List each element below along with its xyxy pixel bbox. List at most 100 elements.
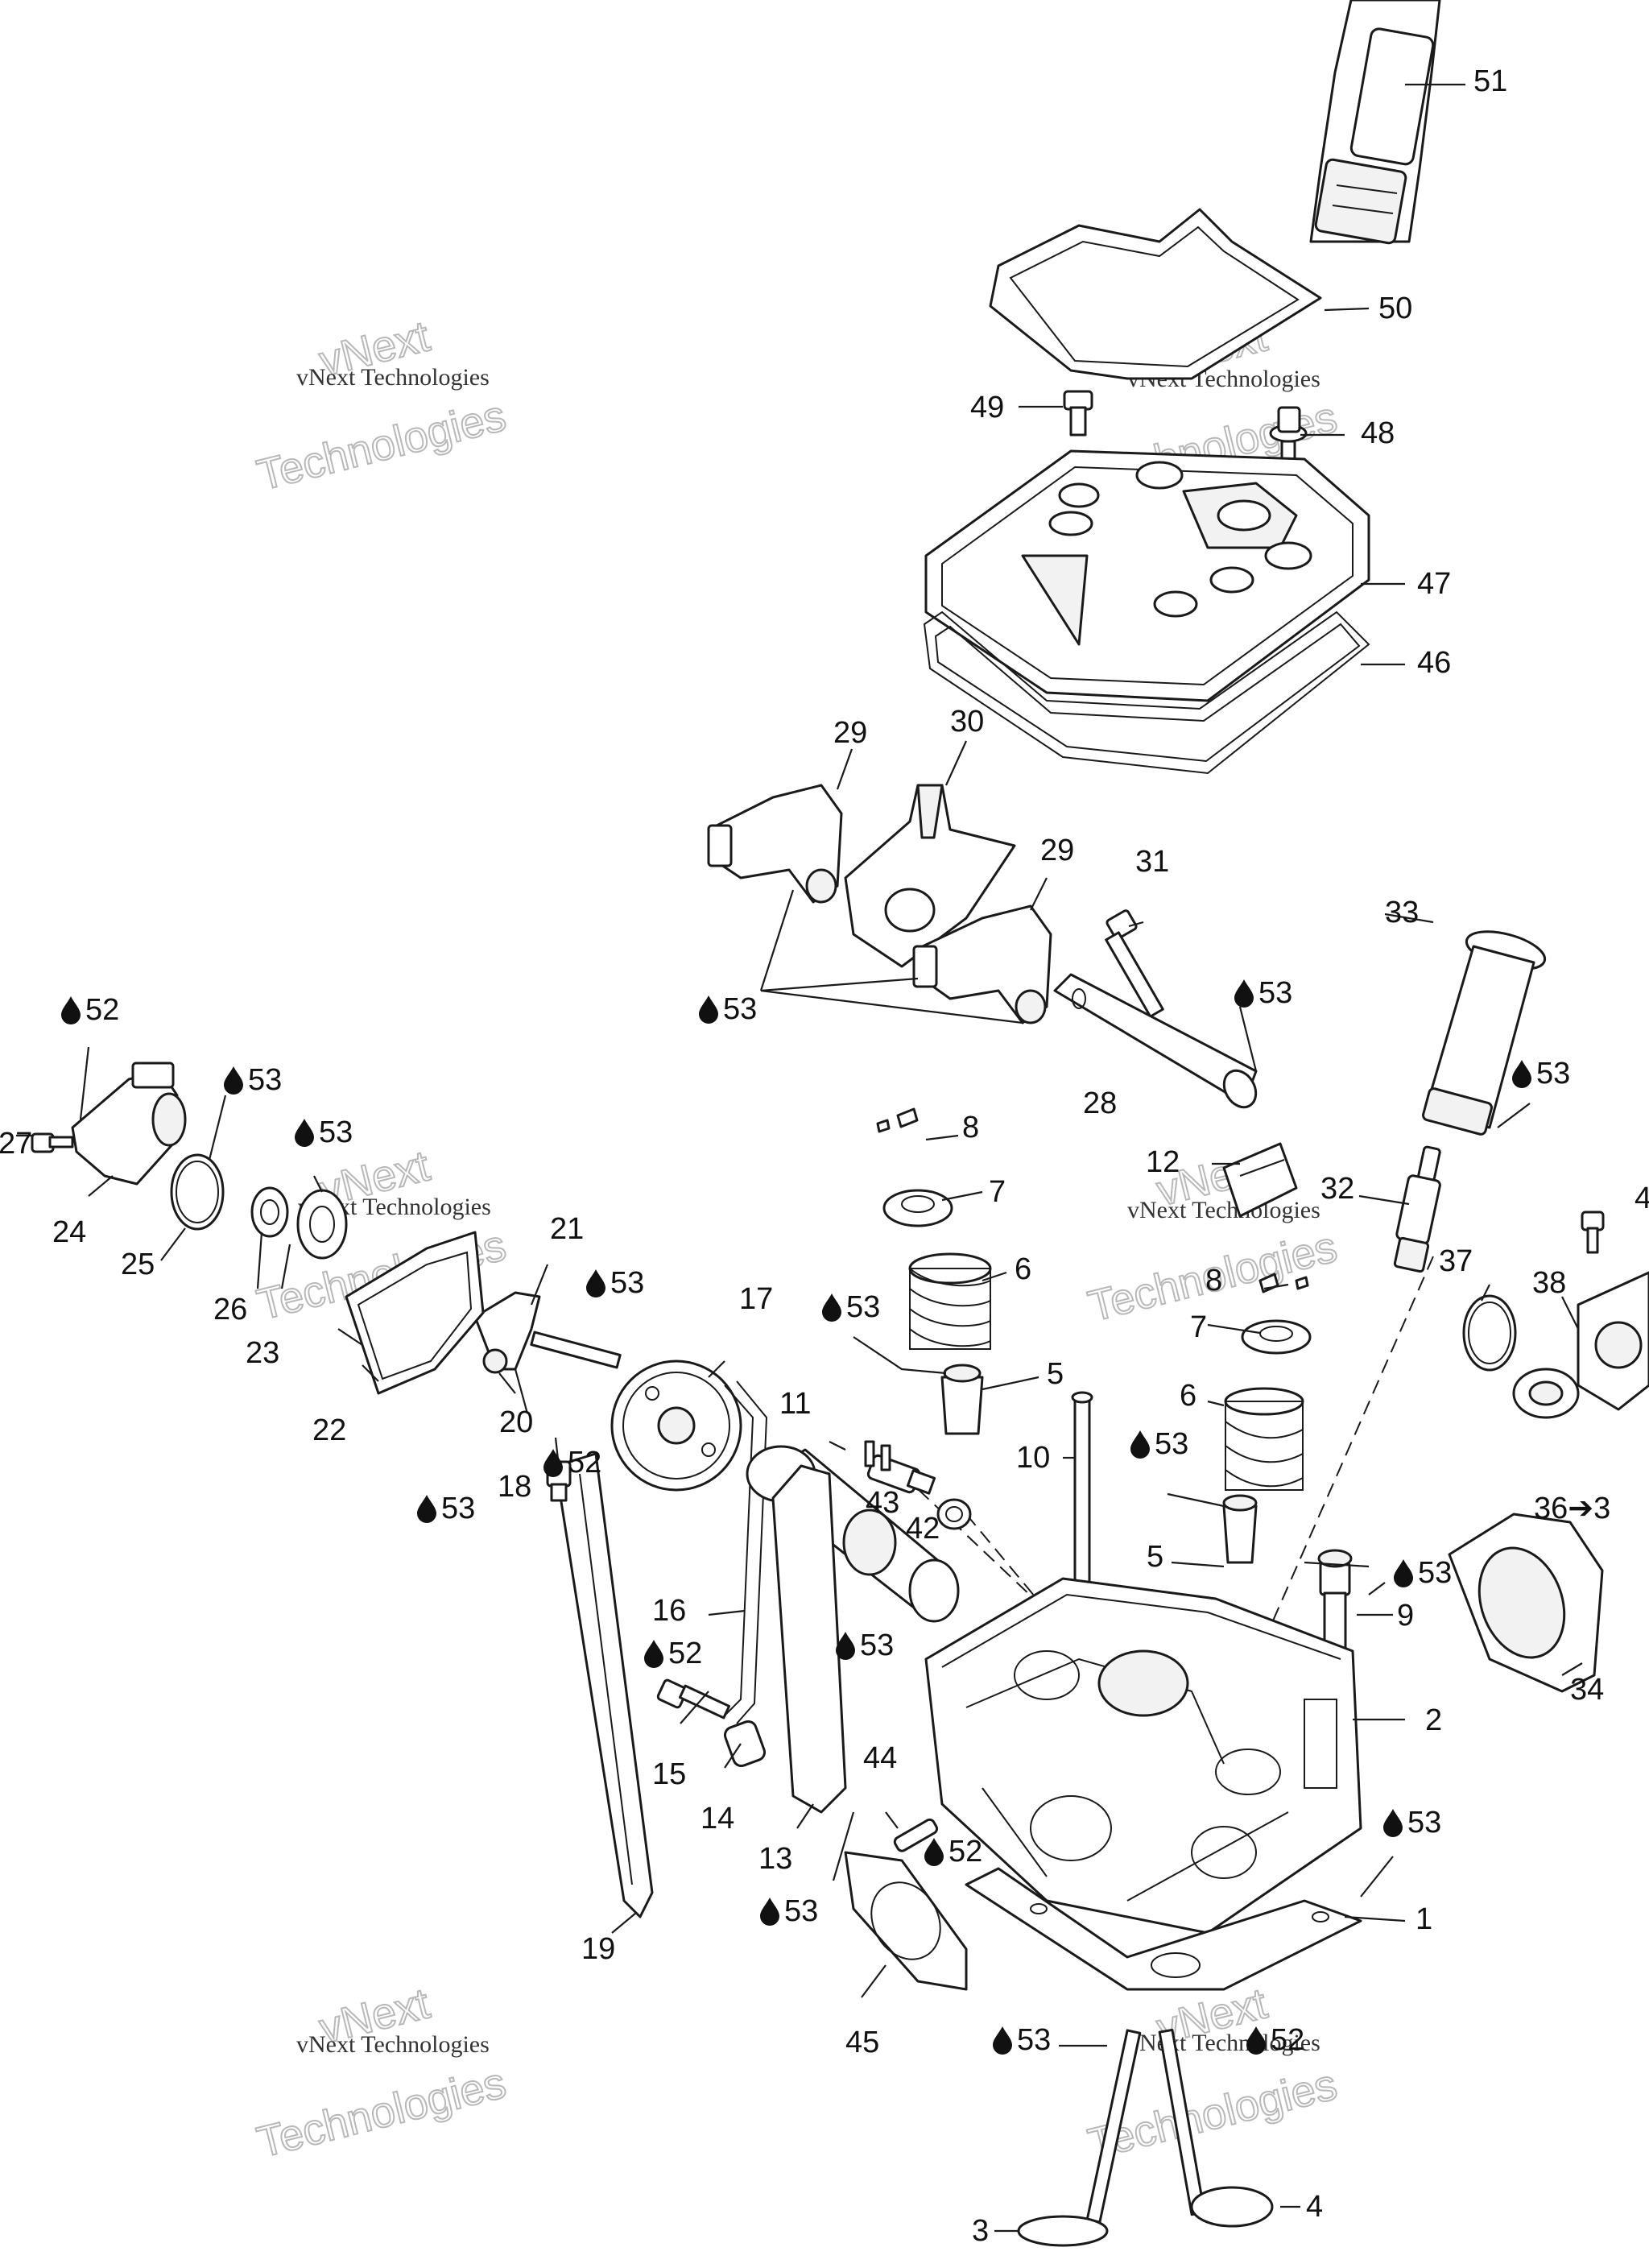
callout-51: 51 [1473, 64, 1507, 98]
svg-text:53: 53 [723, 992, 757, 1026]
svg-text:52: 52 [948, 1835, 982, 1869]
decompressor-shaft [530, 1331, 622, 1369]
callout-8-a: 8 [962, 1111, 979, 1144]
svg-text:53: 53 [610, 1266, 644, 1300]
callout-labels: 51 50 49 48 47 46 29 30 29 31 33 53 53 5… [0, 64, 1649, 2248]
rocker-shaft-bolt [1105, 909, 1164, 1018]
callout-34: 34 [1570, 1673, 1604, 1707]
callout-50: 50 [1378, 292, 1412, 325]
valve-spring-upper [908, 1252, 992, 1350]
callout-45: 45 [845, 2026, 879, 2059]
callout-38: 38 [1532, 1266, 1566, 1300]
thermostat-housing [71, 1062, 187, 1186]
svg-text:53: 53 [248, 1063, 282, 1097]
callout-12: 12 [1146, 1145, 1180, 1179]
spark-plug [1393, 1145, 1441, 1273]
right-housing [1577, 1271, 1649, 1411]
thermostat [1512, 1368, 1580, 1419]
callout-48: 48 [1361, 416, 1395, 450]
callout-22: 22 [312, 1413, 346, 1447]
svg-text:53: 53 [1536, 1057, 1570, 1091]
camshaft-cover [345, 1231, 485, 1395]
seal-ring [296, 1189, 348, 1260]
exhaust-gasket [844, 1851, 968, 1991]
callout-4-cut: 4 [1635, 1182, 1649, 1215]
callout-30: 30 [950, 705, 984, 739]
callout-49: 49 [970, 391, 1004, 424]
lubricant-callout-53-i: 53 [1130, 1427, 1188, 1461]
valve-retainer-upper [882, 1189, 953, 1227]
svg-text:52: 52 [568, 1446, 601, 1480]
guide-bushing [723, 1720, 767, 1768]
rocker-arm-exhaust [912, 904, 1052, 1024]
intake-valve [1017, 2029, 1142, 2247]
lubricant-callout-53-a: 53 [699, 992, 757, 1026]
lubricant-callout-53-n: 53 [993, 2023, 1051, 2057]
svg-text:53: 53 [860, 1629, 894, 1662]
svg-text:vNext Technologies: vNext Technologies [1127, 1197, 1320, 1223]
lubricant-callout-53-m: 53 [1383, 1806, 1441, 1840]
callout-19: 19 [581, 1932, 615, 1966]
dowel-pin [893, 1818, 939, 1852]
lubricant-callout-53-g: 53 [417, 1492, 475, 1525]
callout-17: 17 [739, 1282, 773, 1316]
callout-1: 1 [1415, 1902, 1432, 1936]
callout-3: 3 [972, 2214, 989, 2248]
head-stud-long [1071, 1391, 1093, 1608]
spark-plug-tube [1422, 930, 1547, 1136]
svg-text:53: 53 [1407, 1806, 1441, 1840]
svg-text:52: 52 [85, 993, 119, 1027]
lubricant-callout-53-c: 53 [224, 1063, 282, 1097]
valve-cover [924, 449, 1370, 702]
callout-18: 18 [498, 1470, 531, 1504]
callout-36: 36➔3 [1534, 1492, 1610, 1525]
valve-cover-gasket [923, 610, 1370, 775]
oil-seal [250, 1186, 289, 1238]
svg-text:53: 53 [1418, 1556, 1452, 1590]
housing-bolt [31, 1132, 74, 1153]
rocker-arm-intake [707, 784, 843, 904]
callout-10: 10 [1016, 1441, 1050, 1475]
guide-bolt [656, 1678, 731, 1720]
lubricant-callout-53-k: 53 [1394, 1556, 1452, 1590]
lubricant-callout-52-d: 52 [924, 1835, 982, 1869]
callout-29-a: 29 [833, 716, 867, 750]
callout-16: 16 [652, 1594, 686, 1628]
callout-11: 11 [779, 1387, 811, 1421]
callout-2: 2 [1425, 1703, 1442, 1737]
callout-27: 27 [0, 1127, 32, 1161]
svg-text:vNext Technologies: vNext Technologies [296, 2031, 490, 2058]
lubricant-callout-53-b: 53 [1234, 976, 1292, 1010]
svg-text:52: 52 [668, 1637, 702, 1670]
callout-42: 42 [906, 1512, 940, 1546]
callout-31: 31 [1135, 845, 1169, 879]
lubricant-callout-53-j: 53 [836, 1629, 894, 1662]
callout-4: 4 [1306, 2190, 1323, 2224]
right-bolt [1581, 1211, 1605, 1254]
chain-guide-front [554, 1452, 654, 1918]
chain-guide-pad [1222, 1142, 1298, 1218]
callout-33: 33 [1385, 896, 1419, 929]
intake-manifold [1448, 1513, 1604, 1693]
valve-spring-lower [1224, 1387, 1304, 1491]
svg-text:53: 53 [441, 1492, 475, 1525]
watermark-mid-right: vNext vNext Technologies Technologies [1083, 1140, 1342, 1331]
cover-plate [989, 208, 1322, 380]
callout-24: 24 [52, 1215, 86, 1249]
valve-keeper-upper [876, 1107, 919, 1133]
callout-8-b: 8 [1205, 1264, 1222, 1297]
valve-stem-seal-lower [1222, 1494, 1258, 1564]
callout-5-a: 5 [1047, 1357, 1064, 1391]
lubricant-callout-52-a: 52 [61, 993, 119, 1027]
svg-text:53: 53 [319, 1115, 353, 1149]
callout-13: 13 [758, 1842, 792, 1876]
callout-9: 9 [1397, 1599, 1414, 1633]
decompressor-arm [473, 1291, 541, 1374]
callout-37: 37 [1439, 1244, 1473, 1278]
cylinder-head [924, 1577, 1362, 1935]
rocker-arm-center [844, 784, 1016, 968]
valve-stem-seal-upper [940, 1364, 984, 1435]
callout-23: 23 [246, 1336, 279, 1370]
valve-keeper-lower [1258, 1273, 1309, 1293]
lubricant-callout-52-e: 52 [1246, 2023, 1304, 2057]
